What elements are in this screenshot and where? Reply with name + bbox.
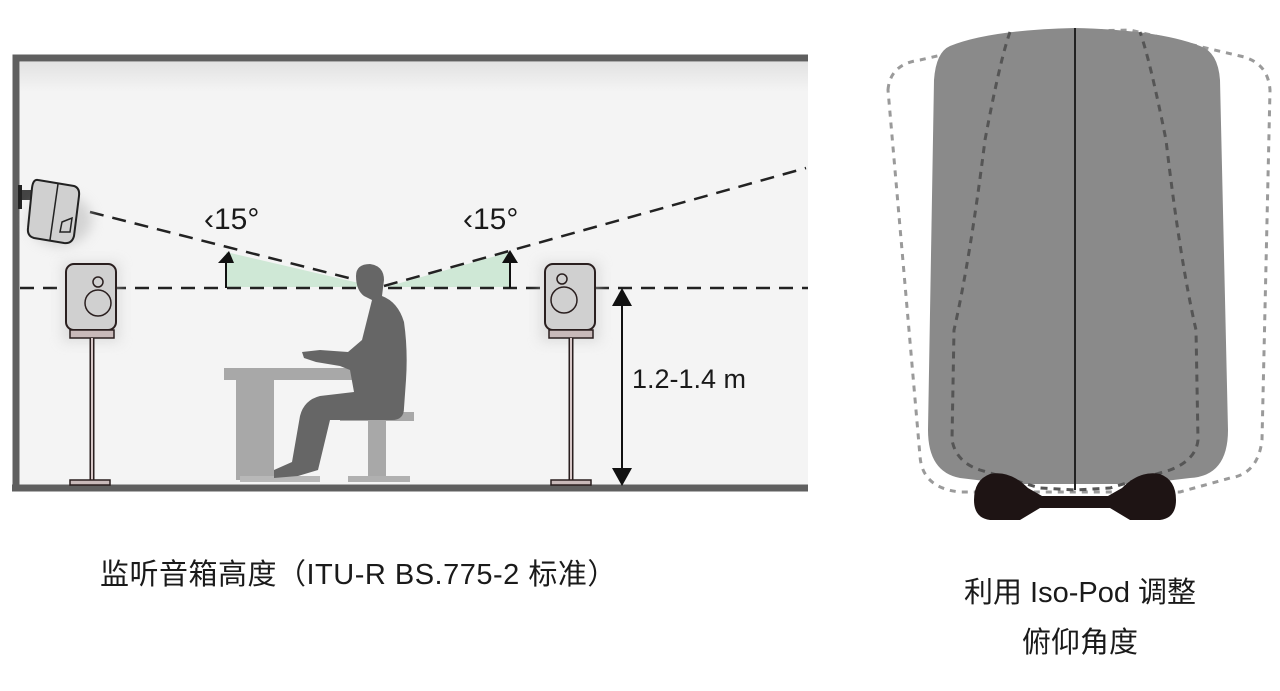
angle-wedges xyxy=(226,252,510,287)
angle-label-left: ‹15° xyxy=(204,203,260,236)
sight-lines xyxy=(20,166,808,290)
angle-arrow-left xyxy=(218,251,234,288)
seated-person-silhouette xyxy=(274,264,407,478)
isopod-tilt-speaker-icon xyxy=(886,28,1272,520)
wall-speaker-icon xyxy=(18,178,92,246)
angle-label-right: ‹15° xyxy=(463,203,519,236)
caption-isopod-line2: 俯仰角度 xyxy=(1021,627,1138,659)
angle-arrow-right xyxy=(502,250,518,288)
room xyxy=(12,54,808,492)
caption-monitor-height: 监听音箱高度（ITU-R BS.775-2 标准） xyxy=(100,559,617,591)
caption-isopod-line1: 利用 Iso-Pod 调整 xyxy=(963,577,1197,609)
height-dimension-arrow xyxy=(612,288,632,486)
desk xyxy=(224,368,364,482)
left-monitor-speaker-icon xyxy=(62,262,120,486)
height-range-label: 1.2-1.4 m xyxy=(632,364,747,394)
caption-isopod: 利用 Iso-Pod 调整 俯仰角度 xyxy=(930,568,1230,668)
right-monitor-speaker-icon xyxy=(540,262,600,486)
